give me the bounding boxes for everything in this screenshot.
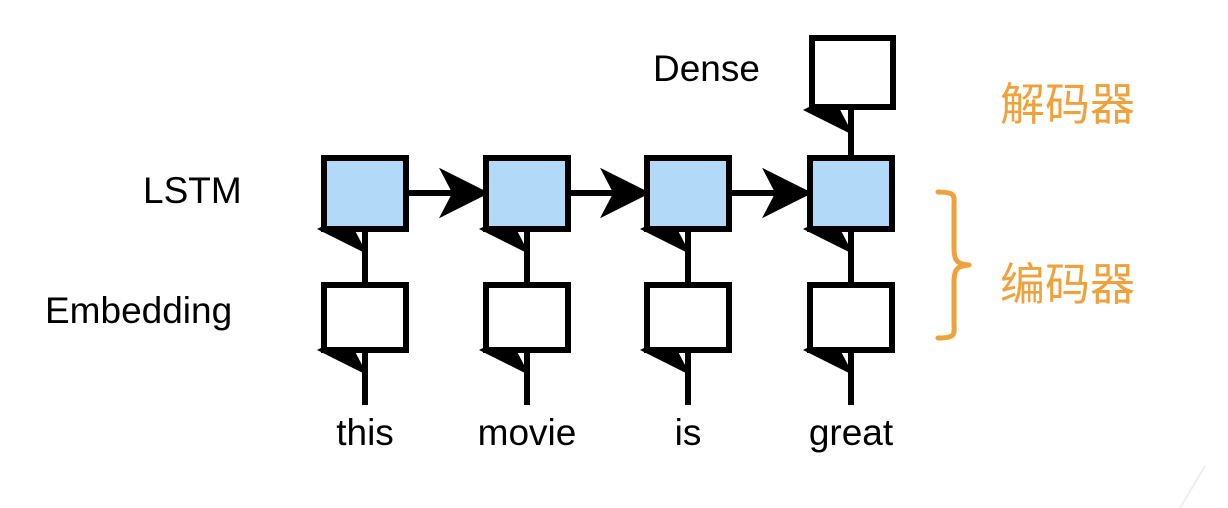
- dense-boxes: [809, 35, 896, 110]
- dense-row-label: Dense: [653, 48, 760, 89]
- embedding-box-1[interactable]: [321, 282, 409, 353]
- embedding-box-2[interactable]: [483, 282, 571, 353]
- token-label-3: is: [674, 412, 702, 453]
- token-to-embedding-arrows: [317, 324, 854, 405]
- embedding-box-4[interactable]: [807, 282, 895, 353]
- lstm-box-1[interactable]: [321, 155, 409, 232]
- embedding-to-lstm-arrows: [317, 203, 854, 285]
- dense-box-1[interactable]: [809, 35, 896, 110]
- embedding-row-label: Embedding: [45, 290, 233, 331]
- embedding-box-3[interactable]: [644, 282, 732, 353]
- token-label-1: this: [336, 412, 394, 453]
- decoder-group-label: 解码器: [1000, 79, 1136, 130]
- lstm-box-2[interactable]: [483, 155, 571, 232]
- lstm-boxes: [321, 155, 895, 232]
- lstm-box-4[interactable]: [807, 155, 895, 232]
- encoder-group-label: 编码器: [1000, 259, 1136, 310]
- corner-artifact-line: [1179, 465, 1206, 508]
- lstm-box-3[interactable]: [644, 155, 732, 232]
- embedding-boxes: [321, 282, 895, 353]
- token-label-2: movie: [477, 412, 577, 453]
- lstm-row-label: LSTM: [143, 170, 242, 211]
- token-label-4: great: [808, 412, 894, 453]
- encoder-brace-icon: [935, 189, 972, 341]
